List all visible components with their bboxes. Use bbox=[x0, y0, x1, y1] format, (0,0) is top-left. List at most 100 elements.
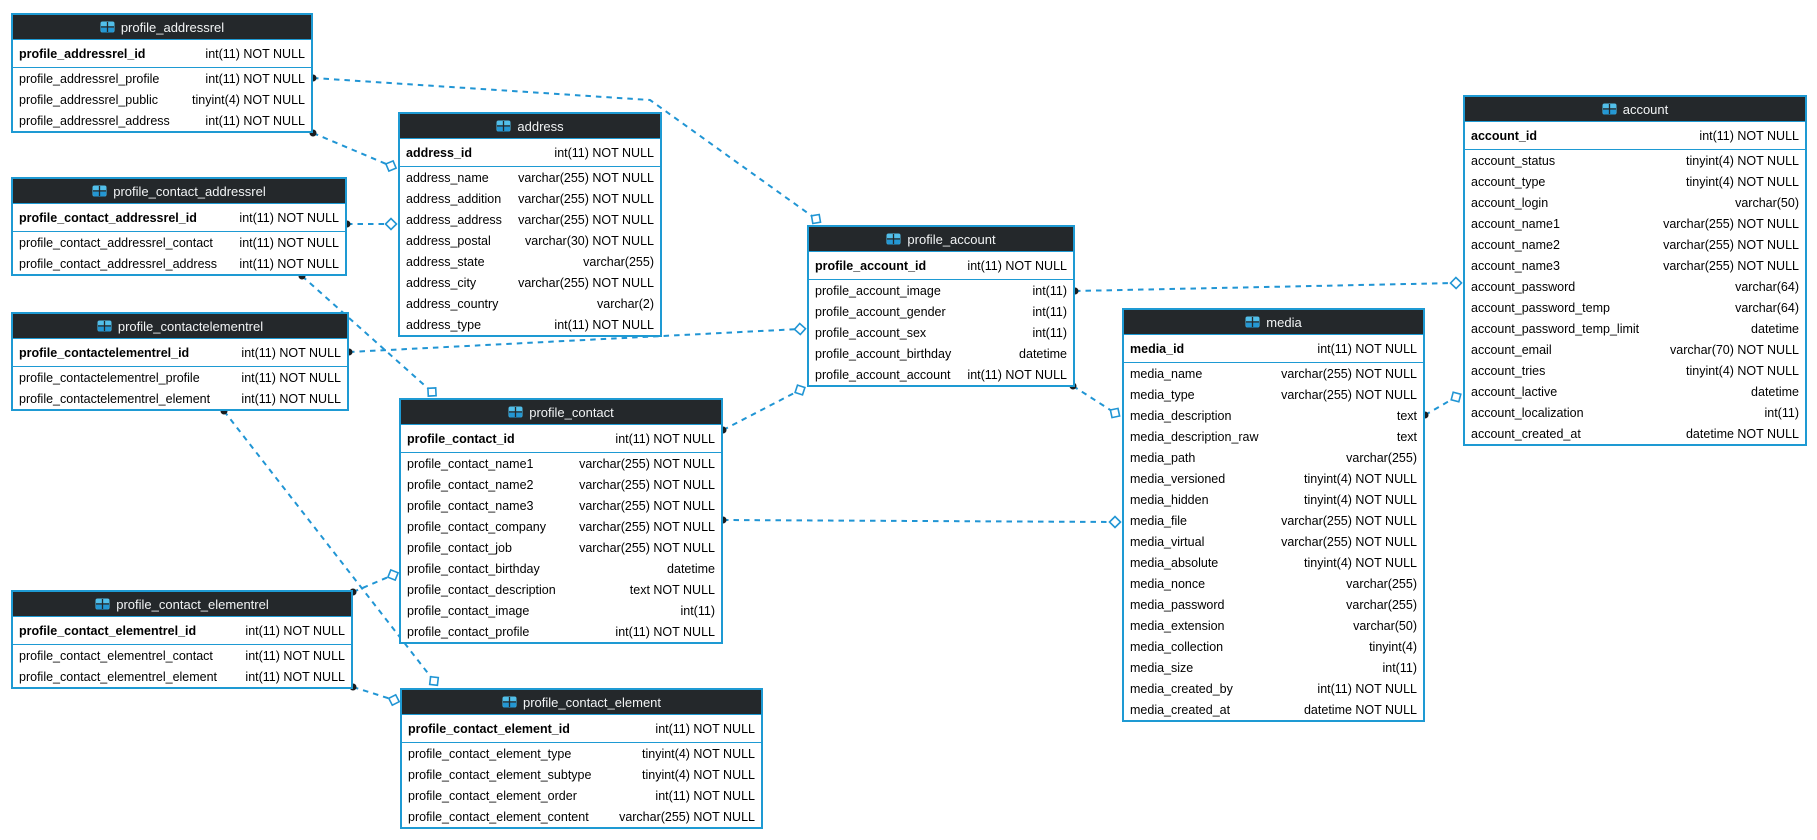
field-type: varchar(255) NOT NULL bbox=[1281, 366, 1417, 381]
fk-connector-line[interactable] bbox=[312, 77, 817, 220]
relationship-profile_account-to-account[interactable] bbox=[1071, 276, 1463, 295]
relationship-profile_addressrel-to-address[interactable] bbox=[309, 129, 398, 173]
fk-connector-line[interactable] bbox=[1072, 385, 1116, 414]
relationship-profile_contact-to-profile_account[interactable] bbox=[719, 384, 806, 434]
table-header[interactable]: profile_addressrel bbox=[13, 15, 311, 40]
fk-connector-line[interactable] bbox=[348, 328, 801, 353]
field-type: datetime NOT NULL bbox=[1685, 426, 1799, 441]
relationship-profile_contact-to-media[interactable] bbox=[719, 515, 1122, 529]
relationship-profile_account-to-media[interactable] bbox=[1069, 382, 1121, 419]
field-name: address_name bbox=[406, 170, 489, 185]
field-name: profile_contactelementrel_profile bbox=[19, 370, 200, 385]
field-name: account_created_at bbox=[1471, 426, 1581, 441]
table-header[interactable]: profile_contact_elementrel bbox=[13, 592, 351, 617]
fk-connector-line[interactable] bbox=[352, 686, 395, 701]
table-header[interactable]: profile_contact_element bbox=[402, 690, 761, 715]
field-name: profile_contactelementrel_element bbox=[19, 391, 211, 406]
table-header[interactable]: profile_contact bbox=[401, 400, 721, 425]
table-header[interactable]: profile_contactelementrel bbox=[13, 314, 347, 339]
table-title: profile_account bbox=[907, 231, 996, 247]
pk-field-type: int(11) NOT NULL bbox=[241, 345, 341, 360]
field-type: datetime bbox=[1751, 384, 1799, 399]
pk-field-type: int(11) NOT NULL bbox=[1317, 341, 1417, 356]
relationship-profile_contact_elementrel-to-profile_contact_element[interactable] bbox=[349, 683, 401, 707]
table-grid-icon bbox=[496, 120, 511, 132]
field-type: int(11) NOT NULL bbox=[241, 391, 341, 406]
fk-target-diamond bbox=[810, 213, 822, 225]
field-row: account_created_at datetime NOT NULL bbox=[1465, 423, 1805, 444]
field-type: varchar(255) NOT NULL bbox=[579, 540, 715, 555]
table-grid-icon bbox=[97, 320, 112, 332]
field-type: varchar(255) NOT NULL bbox=[518, 275, 654, 290]
table-header[interactable]: profile_account bbox=[809, 227, 1073, 252]
relationship-profile_contact_addressrel-to-address[interactable] bbox=[343, 217, 398, 231]
field-name: profile_contact_addressrel_address bbox=[19, 256, 218, 271]
field-type: text bbox=[1396, 429, 1417, 444]
table-header[interactable]: media bbox=[1124, 310, 1423, 335]
field-type: tinyint(4) NOT NULL bbox=[1304, 471, 1417, 486]
fk-connector-line[interactable] bbox=[722, 389, 801, 431]
field-name: account_lactive bbox=[1471, 384, 1558, 399]
table-header[interactable]: address bbox=[400, 114, 660, 139]
fk-target-diamond bbox=[384, 159, 398, 173]
field-type: varchar(255) NOT NULL bbox=[1281, 534, 1417, 549]
field-type: int(11) NOT NULL bbox=[554, 317, 654, 332]
fk-connector-line[interactable] bbox=[722, 519, 1116, 523]
table-profile_contact_elementrel[interactable]: profile_contact_elementrel profile_contac… bbox=[11, 590, 353, 689]
fk-connector-line[interactable] bbox=[352, 574, 394, 593]
pk-field-name: profile_contact_elementrel_id bbox=[19, 623, 197, 638]
field-type: varchar(255) NOT NULL bbox=[518, 170, 654, 185]
field-name: profile_contact_image bbox=[407, 603, 530, 618]
fk-connector-line[interactable] bbox=[1074, 282, 1457, 292]
table-grid-icon bbox=[92, 185, 107, 197]
table-header[interactable]: profile_contact_addressrel bbox=[13, 179, 345, 204]
field-name: profile_contact_element_order bbox=[408, 788, 577, 803]
field-type: varchar(255) bbox=[583, 254, 654, 269]
fk-connector-line[interactable] bbox=[312, 132, 392, 167]
relationship-profile_contact_elementrel-to-profile_contact[interactable] bbox=[349, 568, 400, 596]
field-type: tinyint(4) NOT NULL bbox=[1304, 492, 1417, 507]
table-header[interactable]: account bbox=[1465, 97, 1805, 122]
field-name: profile_account_account bbox=[815, 367, 951, 382]
table-profile_contact_element[interactable]: profile_contact_element profile_contact_e… bbox=[400, 688, 763, 829]
pk-field-type: int(11) NOT NULL bbox=[615, 431, 715, 446]
pk-field-type: int(11) NOT NULL bbox=[245, 623, 345, 638]
fk-target-diamond bbox=[1450, 391, 1462, 403]
relationship-media-to-account[interactable] bbox=[1421, 391, 1462, 419]
field-type: int(11) NOT NULL bbox=[239, 256, 339, 271]
table-profile_contact_addressrel[interactable]: profile_contact_addressrel profile_contac… bbox=[11, 177, 347, 276]
field-name: media_hidden bbox=[1130, 492, 1209, 507]
field-type: varchar(255) NOT NULL bbox=[518, 191, 654, 206]
field-name: profile_account_birthday bbox=[815, 346, 952, 361]
field-name: media_collection bbox=[1130, 639, 1224, 654]
fk-connector-line[interactable] bbox=[301, 275, 433, 393]
field-name: profile_contact_element_subtype bbox=[408, 767, 592, 782]
